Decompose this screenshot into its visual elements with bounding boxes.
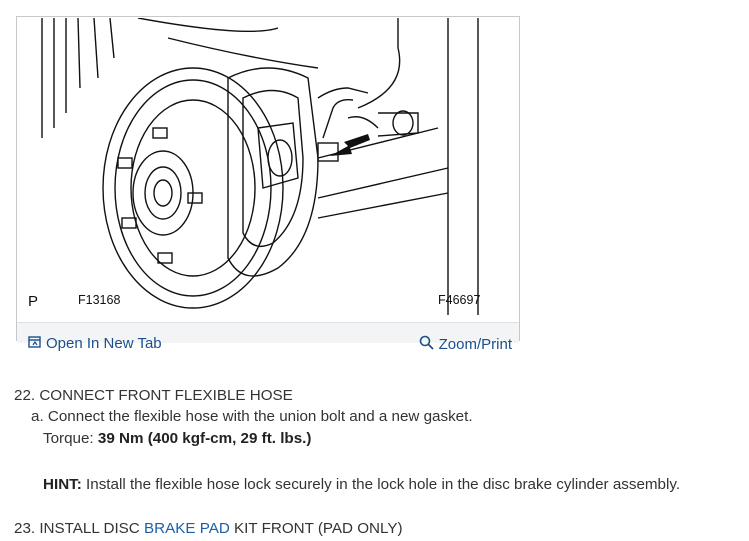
hint-label: HINT: <box>43 476 82 493</box>
torque-line: Torque: 39 Nm (400 kgf-cm, 29 ft. lbs.) <box>43 428 311 449</box>
zoom-print-label: Zoom/Print <box>438 336 512 353</box>
figure-code-left: F13168 <box>78 293 120 307</box>
figure-toolbar: Open In New Tab Zoom/Print <box>17 322 519 353</box>
torque-label: Torque: <box>43 430 94 447</box>
step-23-prefix: 23. INSTALL DISC <box>14 520 144 537</box>
figure-panel: P F13168 F46697 Open In New Tab Zoom/Pri… <box>16 16 520 353</box>
open-in-new-tab-icon <box>28 335 41 352</box>
brake-pad-link[interactable]: BRAKE PAD <box>143 520 230 537</box>
hint-text: Install the flexible hose lock securely … <box>86 476 681 493</box>
step-22-title: 22. CONNECT FRONT FLEXIBLE HOSE <box>14 387 293 404</box>
step-23-title: 23. INSTALL DISC BRAKE PAD KIT FRONT (PA… <box>14 518 403 539</box>
figure-label-p: P <box>28 293 38 310</box>
brake-caliper-diagram: P F13168 F46697 <box>28 18 480 315</box>
torque-value: 39 Nm (400 kgf-cm, 29 ft. lbs.) <box>97 430 312 447</box>
step-22a-text: a. Connect the flexible hose with the un… <box>31 408 473 425</box>
magnifier-icon <box>419 335 434 354</box>
open-in-new-tab-link[interactable]: Open In New Tab <box>28 335 162 352</box>
pointer-arrow-icon <box>330 134 370 156</box>
step-23-suffix: KIT FRONT (PAD ONLY) <box>229 520 403 537</box>
zoom-print-link[interactable]: Zoom/Print <box>419 335 512 354</box>
hint-line: HINT: Install the flexible hose lock sec… <box>43 474 680 495</box>
figure-code-right: F46697 <box>438 293 480 307</box>
open-in-new-tab-label: Open In New Tab <box>46 335 162 352</box>
